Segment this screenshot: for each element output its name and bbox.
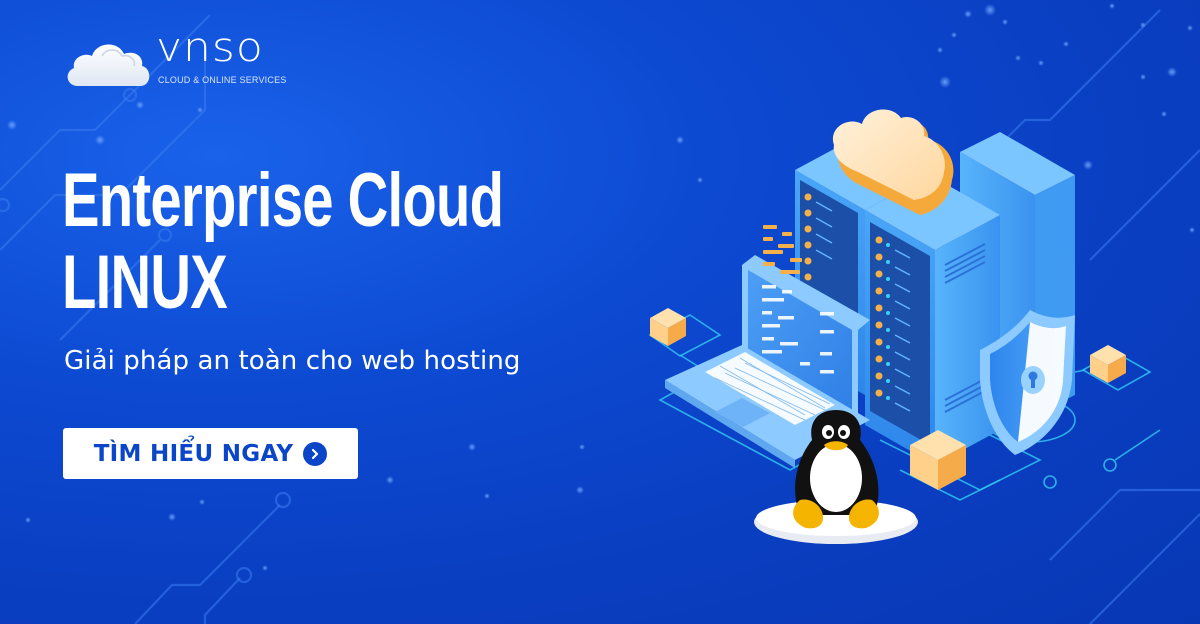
brand-name: vnso [156,24,264,71]
cloud-icon [67,44,150,86]
learn-more-button[interactable]: TÌM HIỂU NGAY [63,428,358,479]
data-cube-left [650,308,686,346]
code-lines [763,225,802,274]
page-title: Enterprise Cloud LINUX [62,158,504,325]
brand-logo[interactable]: vnso CLOUD & ONLINE SERVICES [64,24,287,90]
learn-more-label: TÌM HIỂU NGAY [93,440,294,467]
data-cube-right [1090,345,1126,383]
title-line-1: Enterprise Cloud [62,158,504,243]
tux-penguin-icon [754,410,918,544]
server-units [804,193,911,412]
shield-lock-icon [980,310,1075,455]
chevron-right-circle-icon [303,441,328,466]
brand-tagline: CLOUD & ONLINE SERVICES [158,75,287,85]
cloud-server-illustration [648,109,1161,544]
server-rack-front [865,175,1000,465]
data-cube-center [910,430,966,490]
cloud-icon [832,109,954,215]
subtitle: Giải pháp an toàn cho web hosting [64,346,521,376]
title-line-2: LINUX [62,240,228,325]
